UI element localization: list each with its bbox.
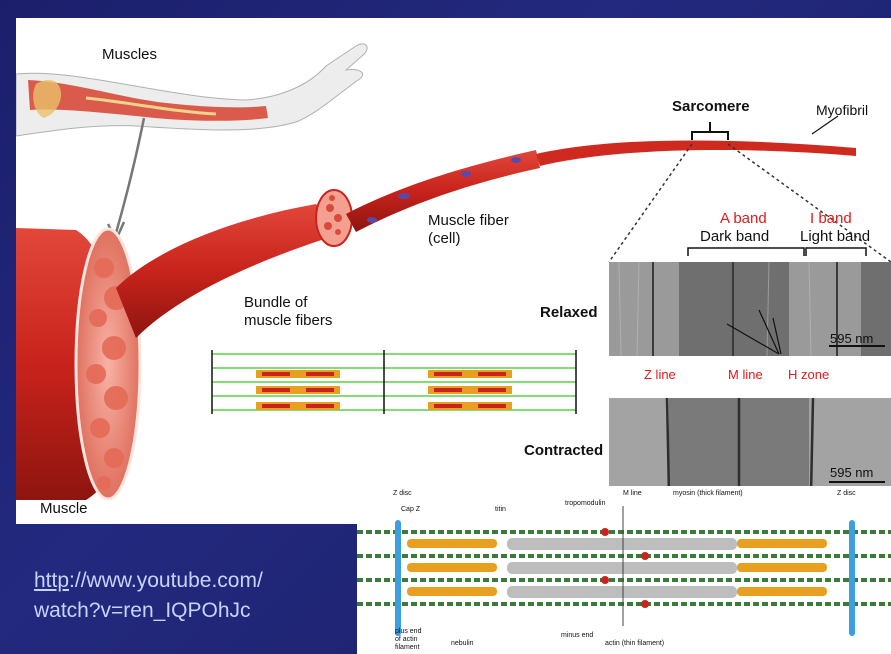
mol-label-cap-z: Cap Z (401, 506, 420, 514)
mol-label-myosin: myosin (thick filament) (673, 490, 743, 498)
zoom-arrow-1 (116, 118, 144, 233)
mol-label-z-disc-left: Z disc (393, 490, 412, 498)
mol-label-titin: titin (495, 506, 506, 514)
link-prefix[interactable]: http (34, 569, 69, 592)
diagram-panel: Muscles Sarcomere Myofibril Muscle fiber… (16, 18, 891, 524)
mol-label-plus-end-1: plus end (395, 628, 421, 636)
label-bundle-line1: Bundle of (244, 294, 307, 311)
label-muscles: Muscles (102, 46, 157, 63)
molecular-sarcomere-diagram: Z disc Cap Z titin tropomodulin M line m… (357, 486, 891, 654)
label-light-band: Light band (800, 228, 870, 245)
label-bundle-line2: muscle fibers (244, 312, 332, 329)
label-muscle-fiber: Muscle fiber (428, 212, 509, 229)
i-band-bracket (806, 248, 866, 256)
label-scale-relaxed: 595 nm (830, 332, 873, 347)
myofibril-drawing (536, 140, 856, 166)
muscle-drawing (16, 228, 140, 500)
link-line2[interactable]: watch?v=ren_IQPOhJc (34, 599, 251, 622)
mol-label-nebulin: nebulin (451, 640, 474, 648)
link-line1[interactable]: ://www.youtube.com/ (69, 569, 263, 592)
mol-label-plus-end-3: filament (395, 644, 420, 652)
label-myofibril: Myofibril (816, 102, 868, 118)
a-band-bracket (688, 248, 804, 256)
label-h-zone: H zone (788, 368, 829, 383)
label-m-line: M line (728, 368, 763, 383)
label-muscle: Muscle (40, 500, 88, 517)
label-scale-contracted: 595 nm (830, 466, 873, 481)
label-cell: (cell) (428, 230, 461, 247)
mol-label-tropomodulin: tropomodulin (565, 500, 605, 508)
mol-label-minus-end: minus end (561, 632, 593, 640)
label-z-line: Z line (644, 368, 676, 383)
label-dark-band: Dark band (700, 228, 769, 245)
label-sarcomere: Sarcomere (672, 98, 750, 115)
label-a-band: A band (720, 210, 767, 227)
youtube-link[interactable]: http://www.youtube.com/ watch?v=ren_IQPO… (34, 566, 334, 626)
sarcomere-bracket (692, 122, 728, 140)
arm-drawing (16, 44, 367, 136)
label-relaxed: Relaxed (540, 304, 598, 321)
mol-label-z-disc-right: Z disc (837, 490, 856, 498)
sarcomere-cartoon (212, 350, 576, 414)
mol-label-plus-end-2: of actin (395, 636, 418, 644)
mol-label-actin: actin (thin filament) (605, 640, 664, 648)
mol-label-m-line: M line (623, 490, 642, 498)
label-i-band: I band (810, 210, 852, 227)
label-contracted: Contracted (524, 442, 603, 459)
